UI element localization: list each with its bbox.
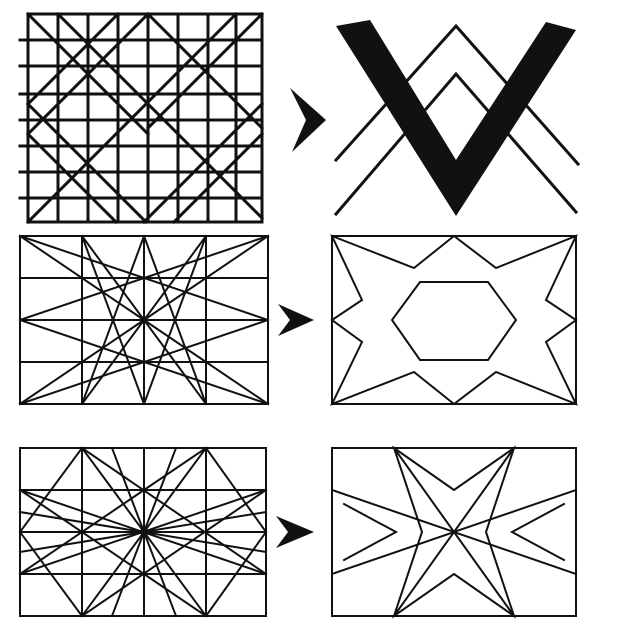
triangle-arrow-right-icon [276, 516, 314, 548]
row-3-result-pattern [330, 445, 578, 619]
row-1-construction-grid [18, 11, 265, 225]
center-point [140, 528, 148, 536]
bold-chevron [336, 20, 576, 216]
row-3-construction-grid [18, 446, 268, 618]
row-2-result-pattern [329, 234, 579, 406]
row-3 [18, 445, 578, 619]
row-1-result-pattern [333, 20, 581, 217]
row-1 [18, 11, 581, 225]
row-2 [18, 234, 579, 406]
inner-octagon [390, 281, 518, 361]
triangle-arrow-right-icon [278, 304, 314, 336]
eight-point-star [329, 234, 579, 406]
row-2-construction-grid [18, 234, 270, 406]
triangle-arrow-right-icon [290, 88, 326, 152]
